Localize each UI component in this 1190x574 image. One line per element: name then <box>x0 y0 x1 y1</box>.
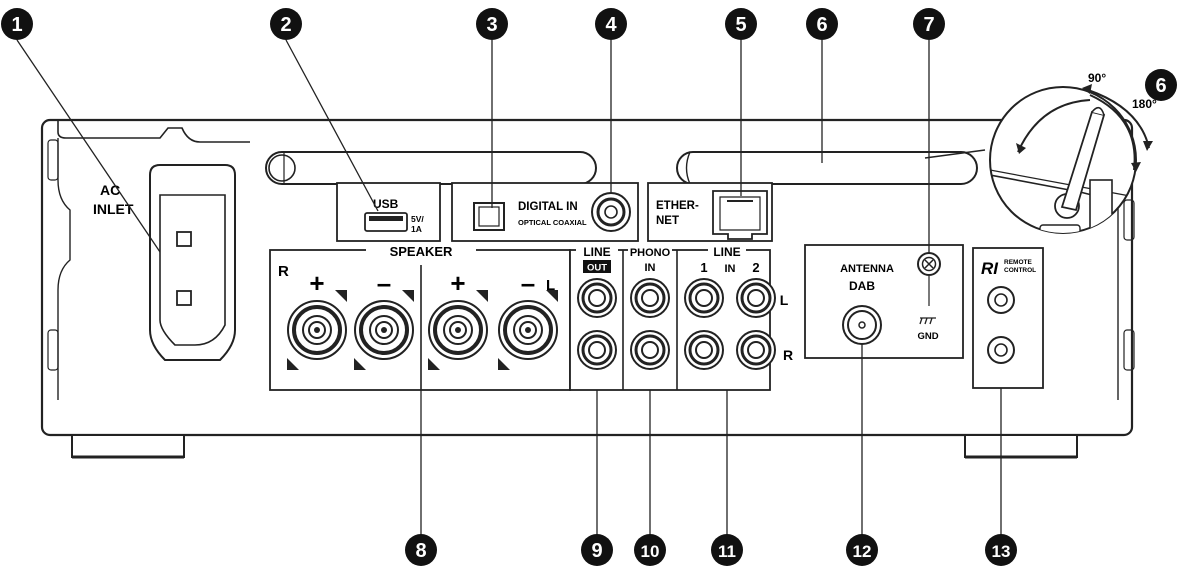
antenna-rotation-inset: 90° 180° <box>989 71 1157 234</box>
usb-port: USB 5V/ 1A <box>336 182 441 242</box>
speaker-label: SPEAKER <box>390 244 453 259</box>
usb-rating-2: 1A <box>411 224 422 234</box>
speaker-r-minus: – <box>377 268 391 298</box>
callout-12: 12 <box>846 534 878 566</box>
phono-in-label: IN <box>645 262 656 274</box>
remote-label-1: REMOTE <box>1004 259 1032 266</box>
rca-jack-7 <box>736 278 776 318</box>
speaker-terminals: SPEAKER R L + – + – <box>269 243 571 391</box>
callout-number: 5 <box>735 14 746 36</box>
callout-number: 10 <box>641 542 660 561</box>
rca-jack-2 <box>577 330 617 370</box>
rca-jack-4 <box>630 330 670 370</box>
gnd-label: GND <box>917 331 938 342</box>
line-in-r-label: R <box>783 347 793 363</box>
callout-number: 12 <box>853 542 872 561</box>
callout-number: 13 <box>992 542 1011 561</box>
digital-in-label: DIGITAL IN <box>518 201 578 213</box>
callout-number: 3 <box>486 14 497 36</box>
callout-number: 6 <box>1155 75 1166 97</box>
speaker-r-label: R <box>278 263 289 280</box>
speaker-l-minus: – <box>521 268 535 298</box>
line-out-badge: OUT <box>587 263 607 274</box>
rca-jack-6 <box>684 330 724 370</box>
speaker-post-r-minus <box>354 290 414 370</box>
speaker-l-plus: + <box>450 268 465 298</box>
wifi-antenna-right <box>676 149 986 185</box>
digital-in-ports: DIGITAL IN OPTICAL COAXIAL <box>451 182 639 242</box>
rca-jack-1 <box>577 278 617 318</box>
callout-1: 1 <box>1 8 33 40</box>
callout-7: 7 <box>913 8 945 40</box>
callout-6: 6 <box>806 8 838 40</box>
callout-number: 6 <box>816 14 827 36</box>
analog-jacks: LINE OUT PHONO IN LINE 1 IN 2 L R <box>569 243 793 391</box>
callout-number: 9 <box>591 540 602 562</box>
line-in-1-label: 1 <box>700 260 707 275</box>
callout-3: 3 <box>476 8 508 40</box>
line-in-2-label: 2 <box>752 260 759 275</box>
callout-6-inset: 6 <box>1145 69 1177 101</box>
line-out-label: LINE <box>583 245 610 259</box>
optical-coaxial-label: OPTICAL COAXIAL <box>518 218 587 227</box>
speaker-post-l-plus <box>428 290 488 370</box>
ac-inlet: AC INLET <box>93 164 236 361</box>
callout-4: 4 <box>595 8 627 40</box>
wifi-antenna-left <box>265 151 597 185</box>
dab-label: DAB <box>849 279 875 293</box>
callout-9: 9 <box>581 534 613 566</box>
callout-11: 11 <box>711 534 743 566</box>
speaker-r-plus: + <box>309 268 324 298</box>
usb-rating-1: 5V/ <box>411 214 424 224</box>
callout-number: 11 <box>718 542 736 561</box>
ethernet-port: ETHER- NET <box>647 182 773 242</box>
ac-inlet-label-2: INLET <box>93 201 134 217</box>
ac-inlet-label-1: AC <box>100 182 120 198</box>
callout-number: 2 <box>280 14 291 36</box>
callout-number: 4 <box>605 14 617 36</box>
antenna-label: ANTENNA <box>840 263 894 275</box>
usb-label: USB <box>373 197 399 211</box>
phono-label: PHONO <box>630 247 671 259</box>
ethernet-label-2: NET <box>656 215 679 227</box>
ri-remote-control: RI REMOTE CONTROL <box>972 247 1044 389</box>
speaker-post-l-minus <box>498 290 558 370</box>
callout-8: 8 <box>405 534 437 566</box>
rca-jack-3 <box>630 278 670 318</box>
line-in-label: LINE <box>713 245 740 259</box>
leader-lines <box>16 39 1002 550</box>
callout-number: 8 <box>415 540 426 562</box>
speaker-l-label: L <box>546 277 555 294</box>
callout-13: 13 <box>985 534 1017 566</box>
speaker-post-r-plus <box>287 290 347 370</box>
ri-logo: RI <box>981 259 999 278</box>
remote-label-2: CONTROL <box>1004 267 1036 274</box>
callout-2: 2 <box>270 8 302 40</box>
rca-jack-5 <box>684 278 724 318</box>
line-in-in-label: IN <box>725 263 736 275</box>
ethernet-label-1: ETHER- <box>656 200 699 212</box>
callout-number: 1 <box>11 14 22 36</box>
callout-5: 5 <box>725 8 757 40</box>
rca-jack-8 <box>736 330 776 370</box>
callout-number: 7 <box>923 14 934 36</box>
line-in-l-label: L <box>780 292 789 308</box>
callout-10: 10 <box>634 534 666 566</box>
rca-jacks <box>577 278 776 370</box>
angle-90-label: 90° <box>1088 71 1106 85</box>
angle-180-label: 180° <box>1132 97 1157 111</box>
